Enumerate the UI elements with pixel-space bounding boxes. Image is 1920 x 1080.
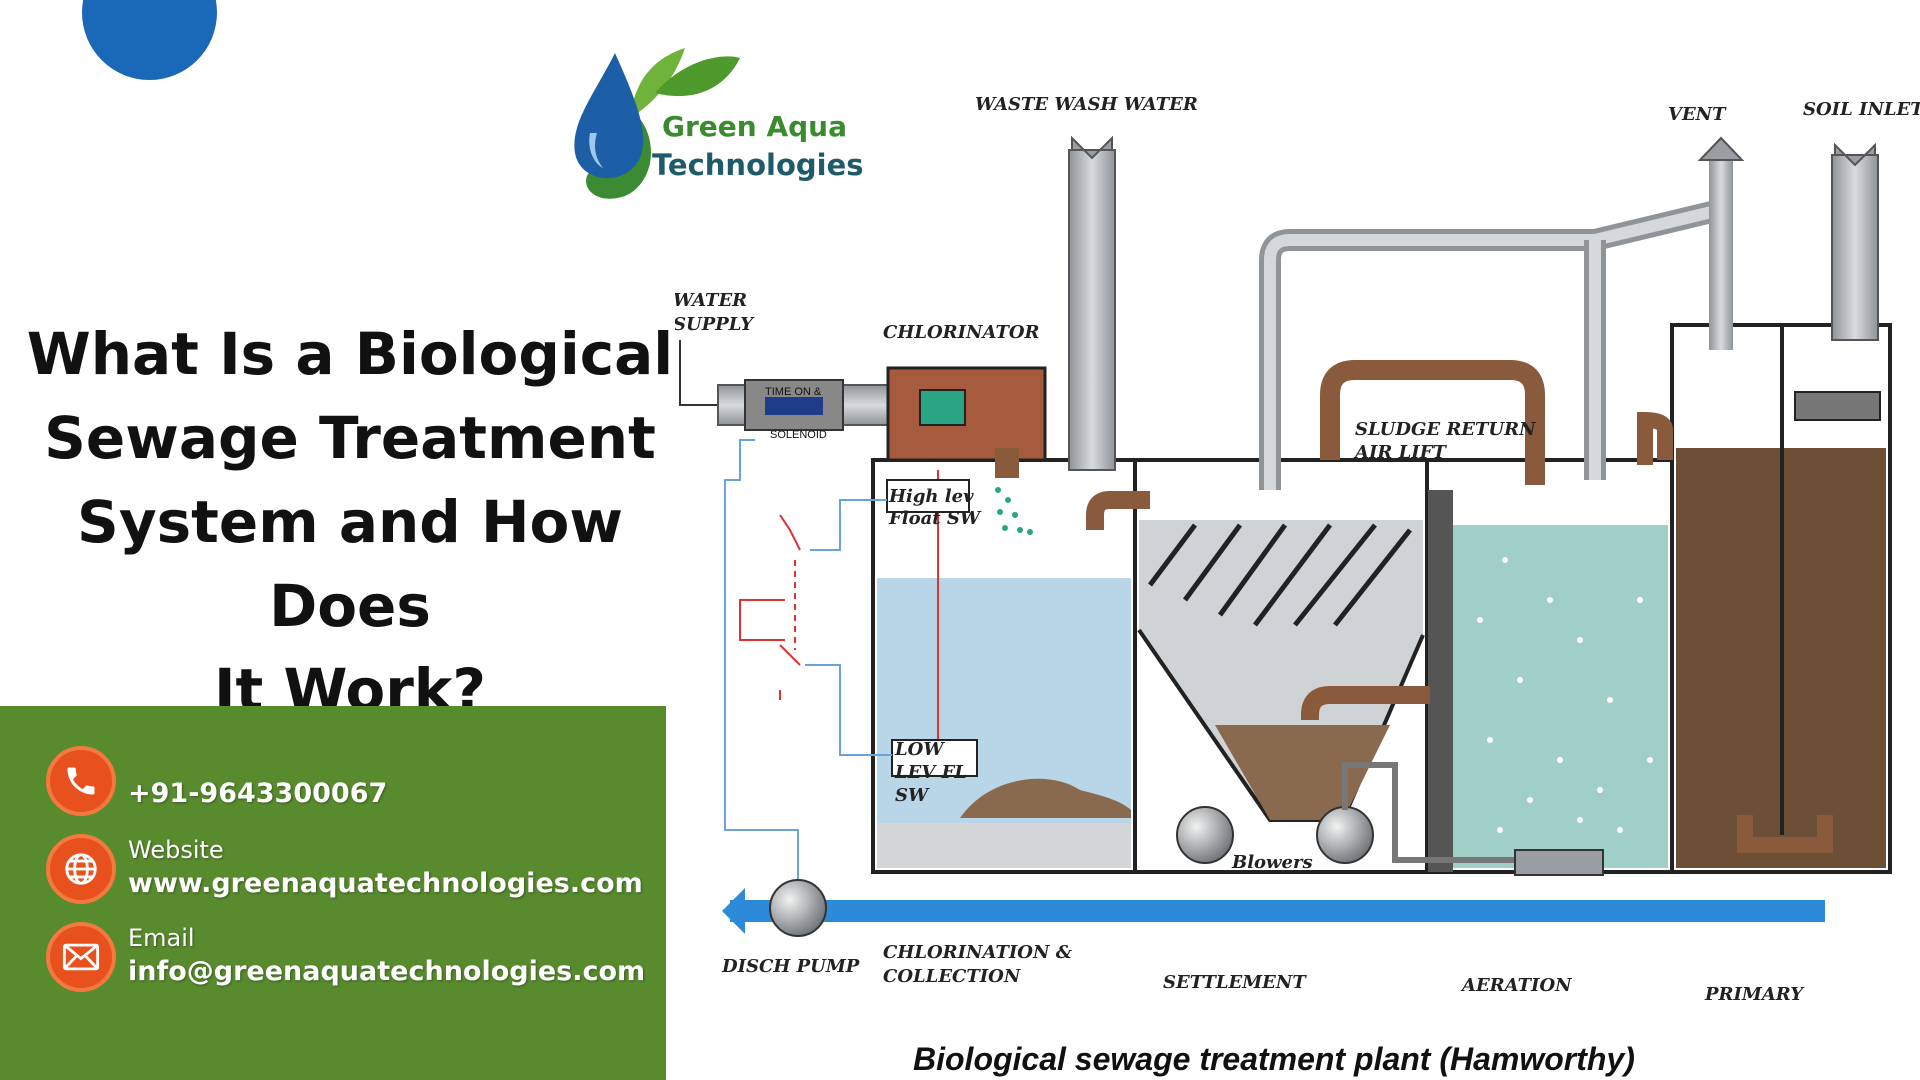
label-settlement: SETTLEMENT: [1163, 972, 1307, 993]
email-link[interactable]: info@greenaquatechnologies.com: [128, 956, 646, 987]
label-blowers: Blowers: [1231, 852, 1313, 873]
logo-name-line1: Green Aqua: [662, 110, 847, 143]
disch-pump: [769, 879, 827, 937]
label-disch-pump: DISCH PUMP: [721, 956, 860, 977]
label-high-lev: Float SW: [888, 508, 982, 529]
label-low-lev: LEV FL: [894, 762, 967, 783]
treatment-plant-diagram: WASTE WASH WATER VENT SOIL INLET WATER S…: [675, 94, 1920, 1077]
logo-drop-icon: [574, 53, 644, 179]
blower-2: [1316, 806, 1374, 864]
email-label: Email: [128, 924, 195, 952]
chlorinator-box: [886, 366, 1047, 462]
phone-icon[interactable]: [46, 746, 116, 816]
label-high-lev: High lev: [888, 486, 974, 507]
title-line: System and How Does: [77, 488, 623, 640]
decorative-blue-circle: [82, 0, 217, 80]
label-low-lev: LOW: [894, 739, 945, 760]
globe-icon[interactable]: [46, 834, 116, 904]
page-title: What Is a Biological Sewage Treatment Sy…: [10, 312, 690, 732]
label-water-supply: WATER: [675, 290, 747, 311]
label-chlorinator: CHLORINATOR: [883, 322, 1040, 343]
label-waste-wash-water: WASTE WASH WATER: [975, 94, 1198, 115]
label-solenoid: SOLENOID: [770, 429, 827, 441]
website-link[interactable]: www.greenaquatechnologies.com: [128, 868, 643, 899]
mail-icon[interactable]: [46, 922, 116, 992]
brand-logo: [574, 48, 740, 199]
discharge-arrow: [722, 888, 745, 934]
label-chlorination: CHLORINATION &: [883, 942, 1073, 963]
website-label: Website: [128, 836, 224, 864]
title-line: What Is a Biological: [26, 320, 674, 388]
logo-leaf-icon: [630, 48, 685, 118]
blower-1: [1176, 806, 1234, 864]
phone-number[interactable]: +91-9643300067: [128, 778, 388, 809]
logo-name-line2: Technologies: [652, 148, 864, 182]
label-chlorination: COLLECTION: [883, 966, 1022, 987]
label-vent: VENT: [1668, 104, 1727, 125]
label-aeration: AERATION: [1460, 975, 1573, 996]
label-sludge-return: AIR LIFT: [1353, 442, 1447, 463]
title-line: Sewage Treatment: [44, 404, 656, 472]
label-sludge-return: SLUDGE RETURN: [1355, 419, 1537, 440]
label-water-supply: SUPPLY: [675, 314, 755, 335]
contact-panel: +91-9643300067 Website www.greenaquatech…: [0, 706, 666, 1080]
label-primary: PRIMARY: [1704, 984, 1805, 1005]
label-soil-inlet: SOIL INLET: [1803, 99, 1920, 120]
baffle-screen: [1428, 490, 1453, 872]
diagram-caption: Biological sewage treatment plant (Hamwo…: [913, 1041, 1635, 1077]
label-low-lev: SW: [895, 785, 930, 806]
label-time-on: TIME ON &: [765, 386, 822, 398]
